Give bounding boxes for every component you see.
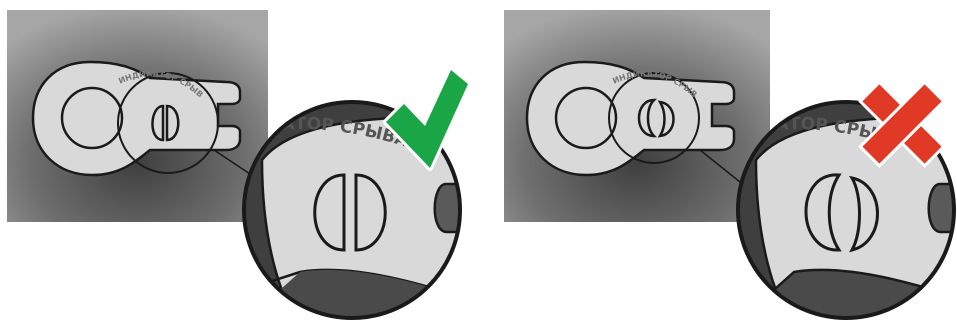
- zoom-indicator-split: [313, 173, 387, 252]
- zoom-indicator-torn: [804, 173, 879, 253]
- checkmark-icon: [383, 67, 470, 171]
- tag-magnify-ring: [608, 72, 700, 164]
- tag-hole: [554, 86, 618, 150]
- tag-indicator-split: [151, 104, 180, 142]
- tag-indicator-torn: [637, 98, 675, 138]
- tag-hole: [60, 86, 124, 150]
- cross-icon: [858, 80, 946, 168]
- tag-magnify-ring: [117, 72, 219, 174]
